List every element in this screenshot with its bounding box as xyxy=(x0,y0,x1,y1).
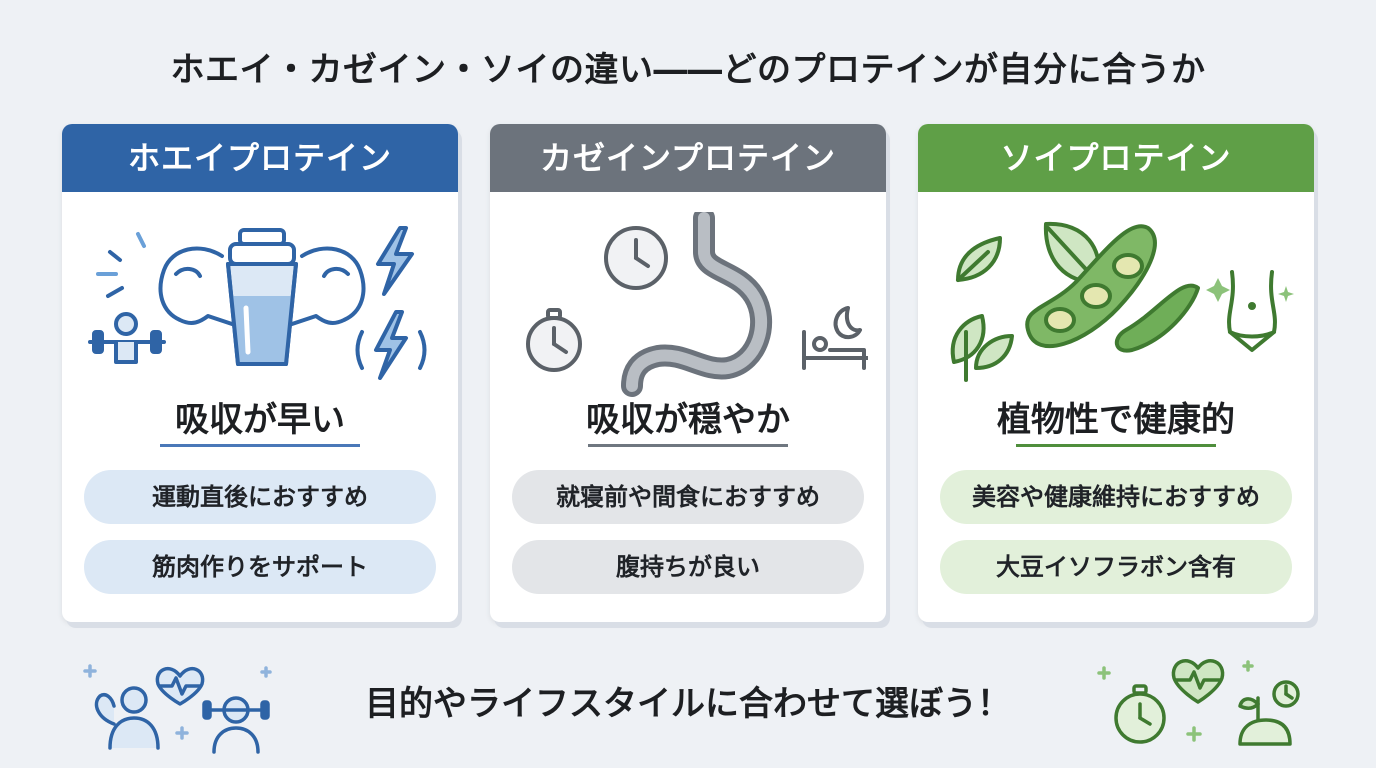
stopwatch-icon xyxy=(1114,684,1166,744)
card-soy: ソイプロテイン xyxy=(918,124,1314,622)
feature-whey: 吸収が早い xyxy=(175,400,345,440)
soybean-pod-icon xyxy=(1115,283,1200,353)
heartbeat-icon xyxy=(1171,659,1225,704)
muscle-arm-icon xyxy=(158,246,234,326)
leaf-icon xyxy=(950,314,1014,382)
point-casein-1: 就寝前や間食におすすめ xyxy=(512,470,864,524)
burst-lines-icon xyxy=(96,232,146,298)
underline-casein xyxy=(588,444,788,447)
lightning-icon xyxy=(376,226,414,296)
shaker-bottle-icon xyxy=(226,228,298,366)
leaf-icon xyxy=(956,236,1002,282)
strong-person-icon xyxy=(94,686,160,750)
underline-whey xyxy=(160,444,360,447)
sleeping-bed-icon xyxy=(802,330,868,370)
plant-clock-icon xyxy=(1238,680,1300,746)
whey-illustration xyxy=(80,212,440,502)
sparkle-icon xyxy=(1206,278,1294,302)
soybean-pod-icon xyxy=(1025,224,1157,349)
muscle-arm-icon xyxy=(290,246,366,326)
stomach-icon xyxy=(621,212,773,397)
card-casein: カゼインプロテイン xyxy=(490,124,886,622)
waist-icon xyxy=(1227,270,1277,352)
page-title: ホエイ・カゼイン・ソイの違い――どのプロテインが自分に合うか xyxy=(170,50,1206,90)
footer-message: 目的やライフスタイルに合わせて選ぼう！ xyxy=(365,684,1011,724)
card-header-casein: カゼインプロテイン xyxy=(490,124,886,192)
card-header-whey: ホエイプロテイン xyxy=(62,124,458,192)
feature-soy: 植物性で健康的 xyxy=(997,400,1235,440)
weightlifter-icon xyxy=(88,312,166,364)
footer-left-illustration xyxy=(70,648,280,758)
lifter-person-icon xyxy=(202,696,270,754)
lightning-icon xyxy=(355,310,427,380)
underline-soy xyxy=(1016,444,1216,447)
card-whey: ホエイプロテイン xyxy=(62,124,458,622)
heartbeat-icon xyxy=(155,666,205,706)
point-casein-2: 腹持ちが良い xyxy=(512,540,864,594)
card-header-soy: ソイプロテイン xyxy=(918,124,1314,192)
point-soy-2: 大豆イソフラボン含有 xyxy=(940,540,1292,594)
point-soy-1: 美容や健康維持におすすめ xyxy=(940,470,1292,524)
sparkle-icon xyxy=(1097,660,1254,742)
point-whey-2: 筋肉作りをサポート xyxy=(84,540,436,594)
footer-right-illustration xyxy=(1090,648,1310,758)
soy-illustration xyxy=(936,212,1296,502)
point-whey-1: 運動直後におすすめ xyxy=(84,470,436,524)
feature-casein: 吸収が穏やか xyxy=(586,400,790,440)
sparkle-icon xyxy=(83,664,272,740)
clock-icon xyxy=(604,226,668,290)
moon-icon xyxy=(833,306,862,339)
casein-illustration xyxy=(508,212,868,502)
stopwatch-icon xyxy=(526,308,582,372)
